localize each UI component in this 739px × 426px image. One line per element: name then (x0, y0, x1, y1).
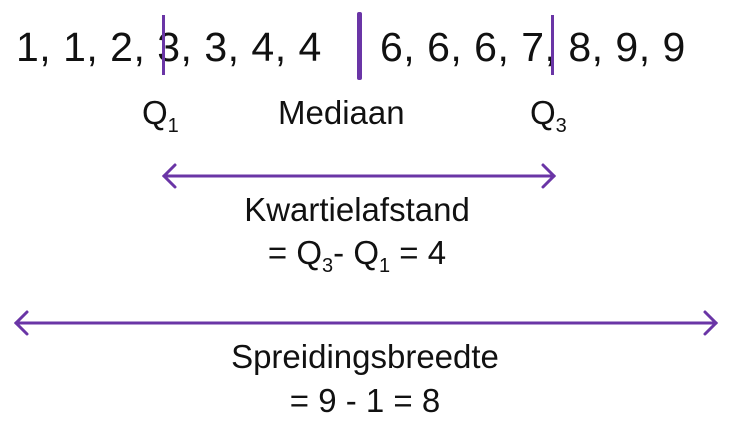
lower-half-values: 1, 1, 2, 3, 3, 4, 4 (16, 24, 322, 70)
median-label: Mediaan (278, 94, 405, 131)
range-title: Spreidingsbreedte (231, 338, 499, 375)
median-divider (357, 12, 362, 80)
range-arrow (13, 310, 719, 336)
range-formula: = 9 - 1 = 8 (289, 382, 441, 419)
q1-divider (162, 15, 165, 75)
q1-label: Q1 (142, 94, 179, 137)
q3-label: Q3 (530, 94, 567, 137)
iqr-arrow (161, 163, 557, 189)
q3-divider (551, 15, 554, 75)
iqr-title: Kwartielafstand (244, 191, 470, 228)
iqr-formula: = Q3- Q1 = 4 (267, 234, 447, 277)
upper-half-values: 6, 6, 6, 7, 8, 9, 9 (380, 24, 686, 70)
